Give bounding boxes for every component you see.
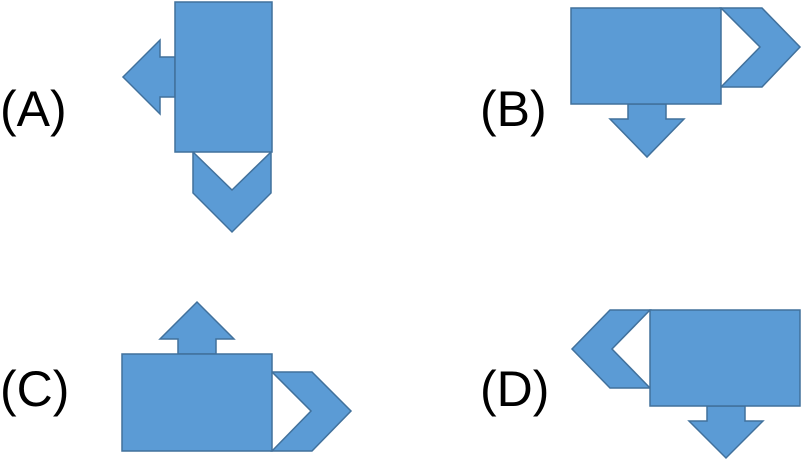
figure-d-chevron	[570, 309, 652, 389]
option-b-label: (B)	[480, 81, 547, 137]
figure-a-chevron	[192, 150, 272, 234]
figure-c-up-arrow	[158, 300, 236, 355]
figure-d-down-arrow	[687, 405, 765, 460]
option-a-label: (A)	[0, 81, 67, 137]
option-c-label: (C)	[0, 361, 70, 417]
figure-a-left-arrow	[121, 38, 176, 116]
figure-c-chevron	[270, 371, 353, 452]
figure-d	[570, 309, 801, 460]
figure-c	[121, 300, 353, 452]
option-d-label: (D)	[480, 361, 550, 417]
figure-b	[570, 7, 802, 159]
figure-b-down-arrow	[608, 103, 686, 159]
figure-b-rect	[570, 7, 722, 105]
figure-a	[121, 1, 273, 234]
figure-b-chevron	[719, 7, 802, 88]
figure-c-rect	[121, 353, 273, 452]
figure-d-rect	[649, 309, 801, 407]
figure-a-square	[174, 1, 273, 153]
